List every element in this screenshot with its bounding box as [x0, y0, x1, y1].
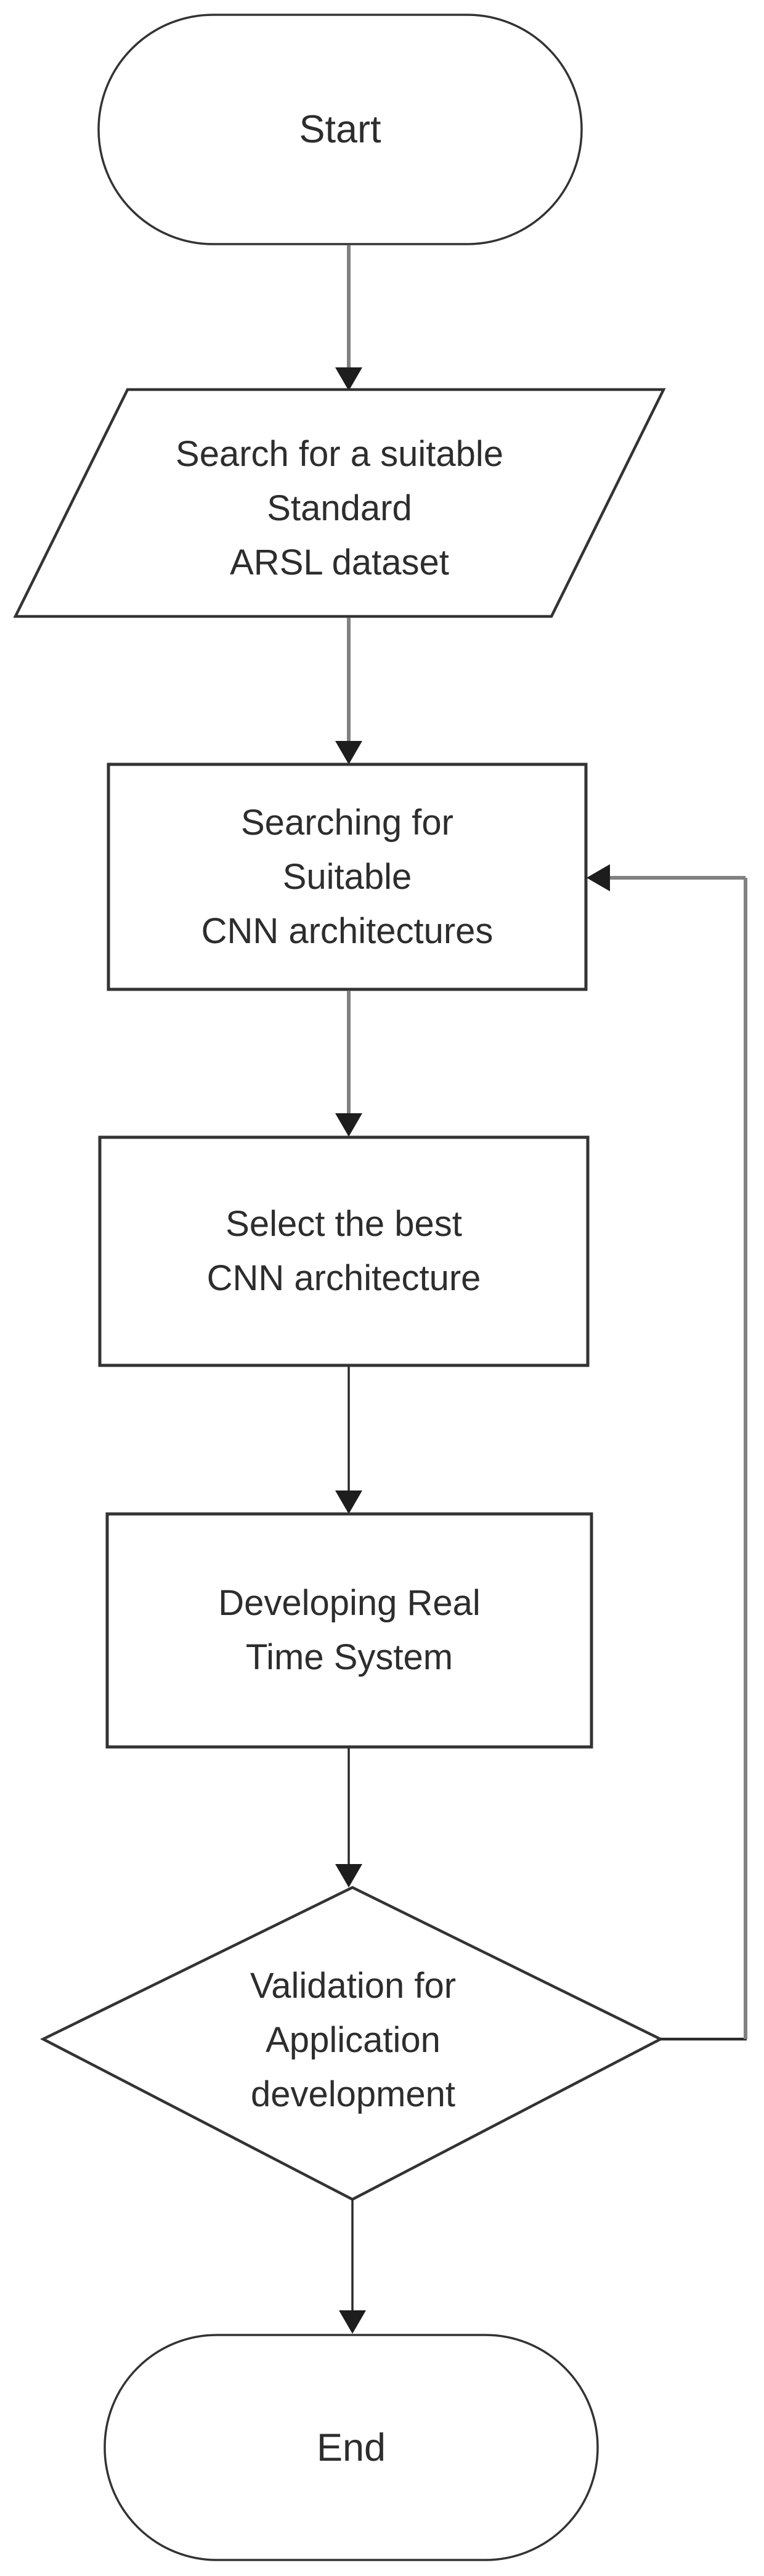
arrow-start-to-dataset-head — [335, 367, 362, 391]
arrow-dataset-to-cnnsearch-head — [335, 741, 362, 764]
realtime-dev-process-shape — [105, 1512, 593, 1749]
start-terminator-shape — [97, 14, 583, 245]
arrow-validation-to-end-head — [339, 2310, 366, 2334]
arrow-cnnsearch-to-cnnselect-head — [335, 1113, 362, 1137]
cnn-select-process-shape — [98, 1135, 590, 1367]
dataset-parallelogram-shape — [13, 388, 666, 618]
cnn-search-process-shape — [107, 763, 588, 991]
feedback-loop-arrow-head — [587, 864, 610, 891]
validation-decision-shape — [40, 1886, 664, 2201]
arrow-realtime-to-validation-head — [335, 1864, 362, 1887]
arrow-cnnselect-to-realtime-head — [335, 1490, 362, 1514]
end-terminator-shape — [104, 2334, 599, 2561]
